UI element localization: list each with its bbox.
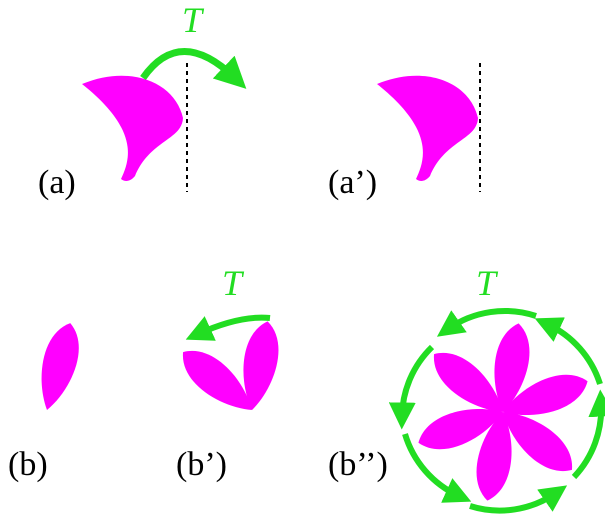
wing-shape-left bbox=[377, 75, 478, 181]
panel-label: (a’) bbox=[328, 164, 377, 201]
panel-label: (b) bbox=[8, 446, 48, 483]
rotation-arrow bbox=[185, 314, 271, 341]
petal-shape bbox=[30, 318, 87, 415]
panel-b-double-prime: T (b’’) bbox=[328, 263, 605, 514]
rotation-arrow bbox=[388, 344, 435, 430]
rotation-arrow bbox=[402, 433, 472, 503]
panel-label: (b’’) bbox=[328, 446, 388, 483]
rotation-arrow bbox=[571, 389, 605, 480]
wing-shape bbox=[82, 75, 183, 181]
rosette bbox=[412, 320, 594, 504]
panel-label: (b’) bbox=[176, 446, 227, 483]
panel-label: (a) bbox=[38, 164, 76, 201]
rotation-arrows bbox=[388, 308, 605, 514]
panel-a-prime: (a’) bbox=[328, 63, 481, 201]
transform-label: T bbox=[182, 0, 205, 40]
transform-label: T bbox=[222, 263, 245, 303]
transform-label: T bbox=[476, 263, 499, 303]
rotation-arrow bbox=[534, 317, 603, 385]
panel-a: T (a) bbox=[38, 0, 247, 201]
rotation-arrow bbox=[436, 308, 537, 337]
panel-b-prime: T (b’) bbox=[172, 263, 285, 483]
transform-arrow bbox=[140, 48, 247, 89]
rotation-arrow bbox=[469, 485, 568, 514]
panel-b: (b) bbox=[8, 318, 87, 483]
